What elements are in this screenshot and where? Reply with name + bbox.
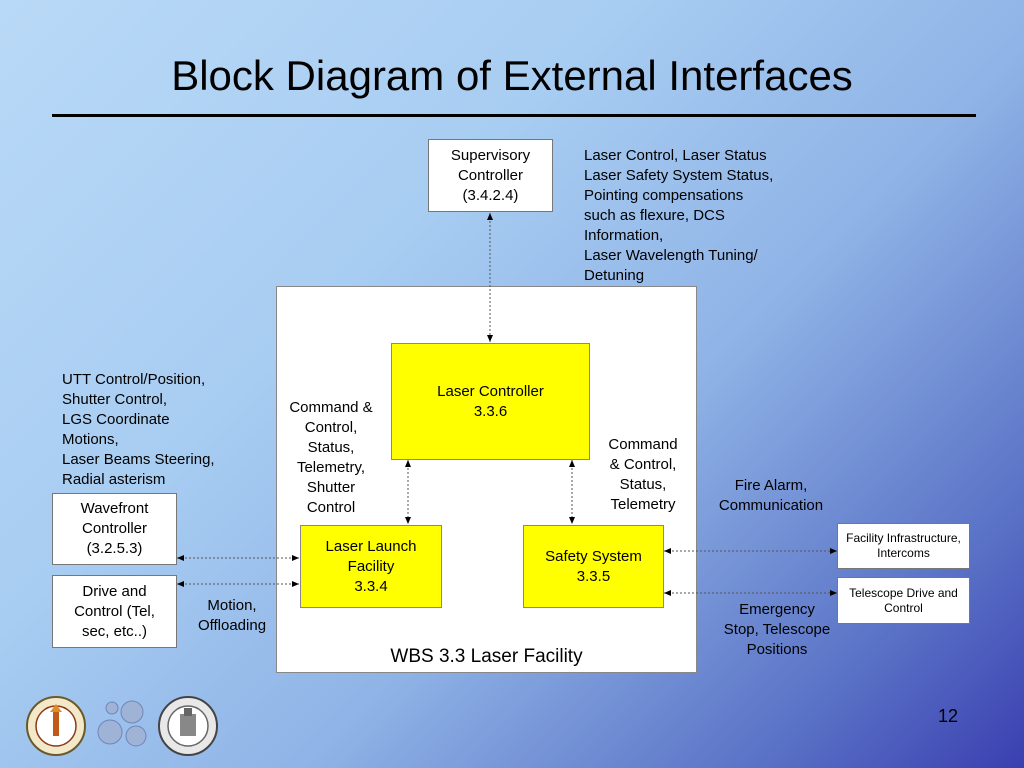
- laser-control-status-label: Laser Control, Laser Status Laser Safety…: [584, 147, 774, 284]
- command-control-left-label: Command & Control, Status, Telemetry, Sh…: [289, 399, 373, 516]
- wavefront-controller-box: Wavefront Controller (3.2.5.3): [52, 493, 177, 565]
- fire-alarm-label: Fire Alarm, Communication: [718, 477, 824, 514]
- command-control-right-label: Command & Control, Status, Telemetry: [608, 436, 678, 513]
- safety-system-box: Safety System 3.3.5: [523, 525, 664, 608]
- supervisory-controller-box: Supervisory Controller (3.4.2.4): [428, 139, 553, 212]
- caltech-seal-icon: [26, 696, 86, 756]
- wbs-label: WBS 3.3 Laser Facility: [390, 646, 583, 667]
- emergency-stop-label: Emergency Stop, Telescope Positions: [723, 601, 831, 658]
- title-divider: [52, 114, 976, 117]
- utt-control-label: UTT Control/Position, Shutter Control, L…: [62, 371, 215, 488]
- slide-title: Block Diagram of External Interfaces: [171, 52, 853, 99]
- hexagon-mirror-icon: [97, 700, 147, 747]
- page-number: 12: [938, 706, 959, 726]
- facility-infrastructure-box: Facility Infrastructure, Intercoms: [837, 523, 970, 569]
- laser-launch-facility-box: Laser Launch Facility 3.3.4: [300, 525, 442, 608]
- laser-controller-box: Laser Controller 3.3.6: [391, 343, 590, 460]
- telescope-drive-box: Telescope Drive and Control: [837, 577, 970, 624]
- uc-seal-icon: [158, 696, 218, 756]
- motion-offloading-label: Motion, Offloading: [197, 597, 267, 634]
- drive-control-box: Drive and Control (Tel, sec, etc..): [52, 575, 177, 648]
